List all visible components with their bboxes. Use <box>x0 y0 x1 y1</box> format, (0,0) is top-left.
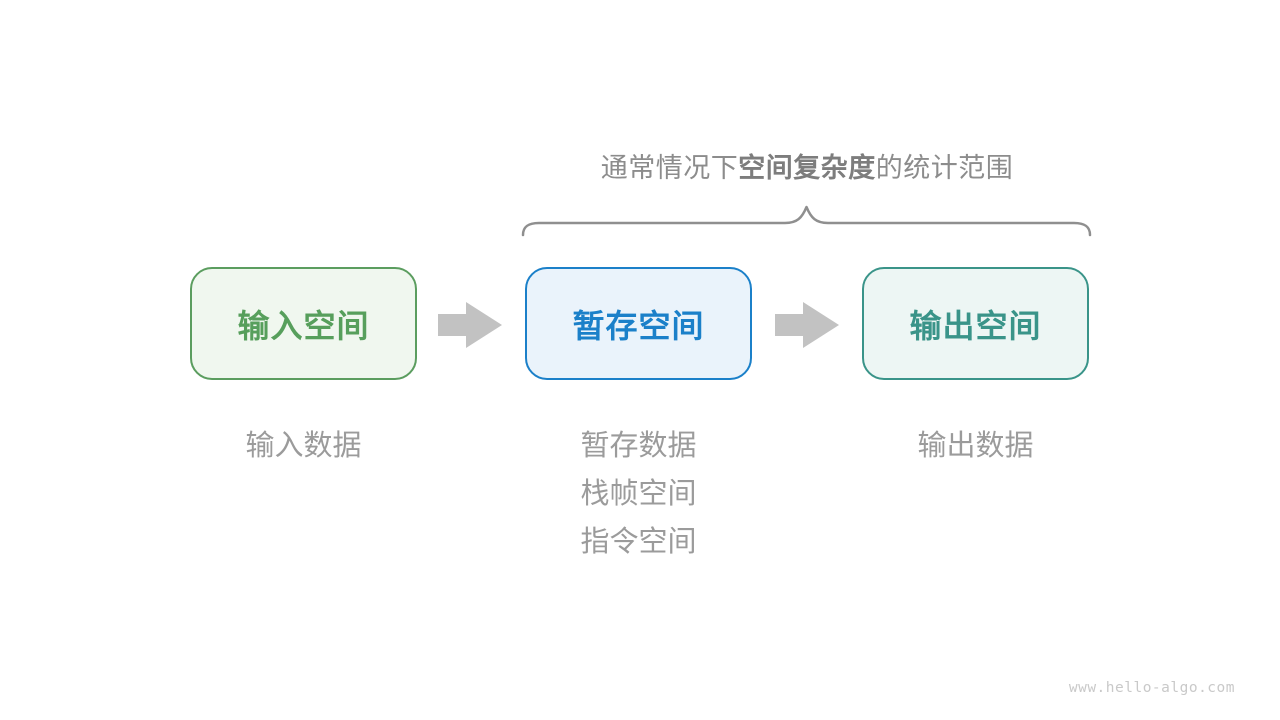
note-stack-frame-space: 栈帧空间 <box>580 478 697 510</box>
note-instruction-space: 指令空间 <box>580 526 697 558</box>
arrow-right-icon <box>438 302 502 348</box>
watermark: www.hello-algo.com <box>1068 680 1235 696</box>
note-temp-data: 暂存数据 <box>580 430 697 462</box>
box-output-space: 输出空间 <box>862 267 1089 380</box>
note-input-data: 输入数据 <box>245 430 362 462</box>
box-output-space-label: 输出空间 <box>909 307 1042 344</box>
box-input-space-label: 输入空间 <box>237 307 370 344</box>
scope-brace <box>521 205 1092 237</box>
box-temp-space-label: 暂存空间 <box>572 307 705 344</box>
note-output-data: 输出数据 <box>917 430 1034 462</box>
box-input-space: 输入空间 <box>190 267 417 380</box>
title-suffix: 的统计范围 <box>875 153 1014 183</box>
title-prefix: 通常情况下 <box>600 153 739 183</box>
arrow-right-icon <box>775 302 839 348</box>
title-bold-term: 空间复杂度 <box>738 153 876 183</box>
box-temp-space: 暂存空间 <box>525 267 752 380</box>
diagram-title: 通常情况下空间复杂度的统计范围 <box>450 146 1164 185</box>
